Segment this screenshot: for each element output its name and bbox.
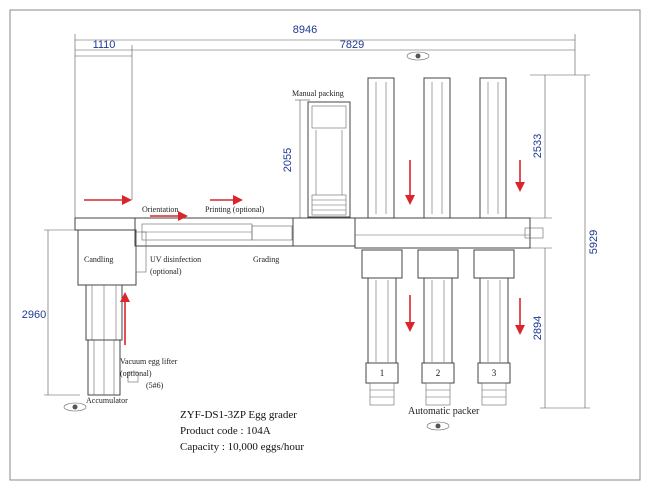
label-accumulator: Accumulator [86, 396, 128, 405]
packer-feed-columns [367, 77, 507, 219]
dim-left-width: 1110 [93, 39, 116, 51]
flow-arrows [84, 160, 525, 345]
capacity: Capacity : 10,000 eggs/hour [180, 441, 304, 453]
label-uv-optional: (optional) [150, 267, 182, 276]
label-candling: Candling [84, 255, 113, 264]
dim-right-width: 7829 [340, 39, 364, 51]
dim-left-height: 2960 [22, 309, 46, 321]
dimension-lines [44, 34, 590, 409]
label-grading: Grading [253, 255, 279, 264]
candling-accumulator-unit [77, 229, 147, 396]
dim-total-height: 5929 [588, 230, 600, 254]
label-lifter-count: (5#6) [146, 381, 164, 390]
label-manual-packing: Manual packing [292, 89, 344, 98]
dim-packer-bottom-height: 2894 [532, 316, 544, 340]
dim-manual-packing-height: 2055 [282, 148, 294, 172]
automatic-packer-units [361, 249, 515, 406]
label-automatic-packer: Automatic packer [408, 406, 480, 417]
packer-number: 2 [436, 368, 441, 378]
packer-number: 1 [380, 368, 385, 378]
label-vacuum-lifter: Vacuum egg lifter [120, 357, 178, 366]
dim-total-width: 8946 [293, 24, 317, 36]
grading-conveyor [74, 217, 544, 249]
drawing-frame [9, 9, 641, 481]
label-uv-disinfection: UV disinfection [150, 255, 201, 264]
dim-packer-top-height: 2533 [532, 134, 544, 158]
label-vacuum-optional: (optional) [120, 369, 152, 378]
manual-packing-unit [307, 101, 351, 218]
view-eye-icon [63, 51, 450, 431]
machine-model: ZYF-DS1-3ZP Egg grader [180, 409, 297, 421]
label-orientation: Orientation [142, 205, 178, 214]
packer-number: 3 [492, 368, 497, 378]
label-printing: Printing (optional) [205, 205, 265, 214]
product-code: Product code : 104A [180, 425, 271, 437]
